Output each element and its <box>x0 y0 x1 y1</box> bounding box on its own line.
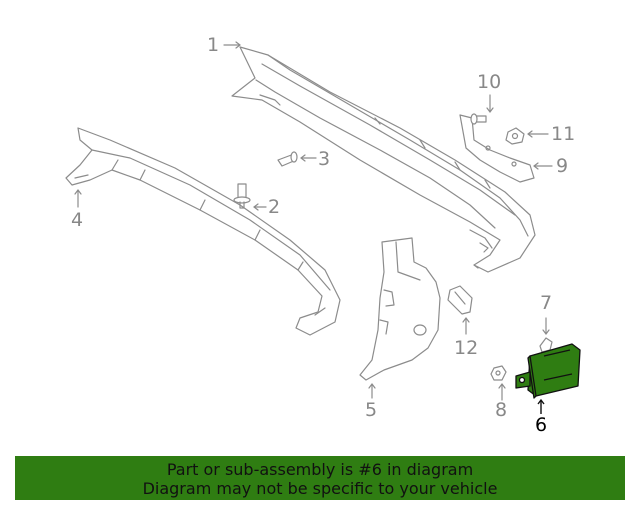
banner-line-2: Diagram may not be specific to your vehi… <box>142 479 498 498</box>
callout-5[interactable]: 5 <box>365 399 378 421</box>
callout-1[interactable]: 1 <box>207 34 220 56</box>
callout-8[interactable]: 8 <box>495 399 508 421</box>
leader-lines <box>74 41 553 401</box>
callout-9[interactable]: 9 <box>556 155 569 177</box>
part-info-banner: Part or sub-assembly is #6 in diagram Di… <box>15 456 625 500</box>
callout-6[interactable]: 6 <box>535 414 548 436</box>
callout-2[interactable]: 2 <box>268 196 281 218</box>
part-4-reinforcement-bar[interactable] <box>65 127 341 336</box>
part-5-side-bracket[interactable] <box>359 237 441 381</box>
callout-3[interactable]: 3 <box>318 148 331 170</box>
part-8-nut[interactable] <box>490 365 507 381</box>
callout-10[interactable]: 10 <box>477 71 502 93</box>
parts-diagram <box>65 41 581 414</box>
part-2-push-pin[interactable] <box>233 183 251 209</box>
part-12-clip[interactable] <box>447 285 473 315</box>
leader-6 <box>537 398 545 414</box>
callout-11[interactable]: 11 <box>551 123 576 145</box>
part-7-cap[interactable] <box>539 337 553 353</box>
part-6-highlighted-module[interactable] <box>515 343 581 399</box>
part-9-bracket[interactable] <box>459 114 535 183</box>
callout-4[interactable]: 4 <box>71 209 84 231</box>
callout-12[interactable]: 12 <box>454 337 479 359</box>
part-1-bumper-cover[interactable] <box>231 46 536 273</box>
part-11-nut[interactable] <box>505 127 525 145</box>
banner-line-1: Part or sub-assembly is #6 in diagram <box>166 460 474 479</box>
part-3-screw[interactable] <box>277 151 298 167</box>
callout-7[interactable]: 7 <box>540 292 553 314</box>
part-10-bolt[interactable] <box>470 113 487 125</box>
